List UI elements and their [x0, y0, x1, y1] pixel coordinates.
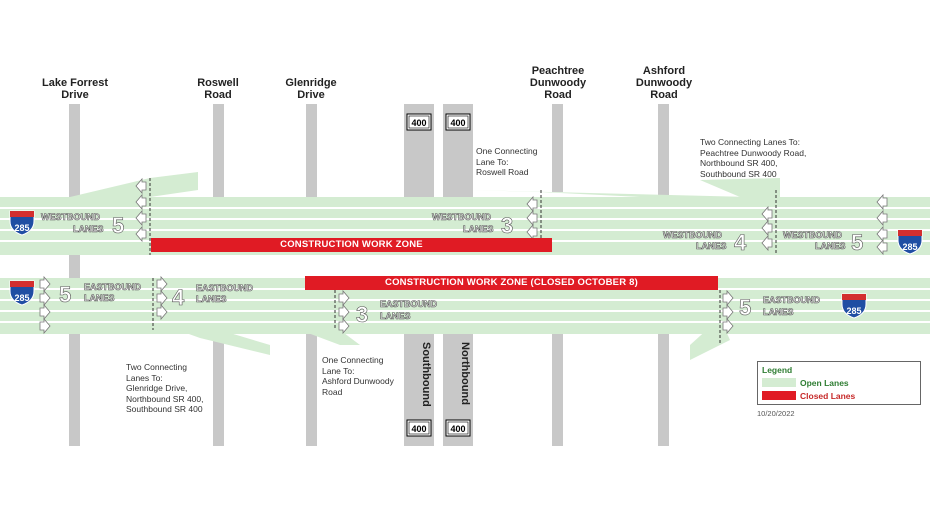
svg-text:285: 285 [846, 306, 861, 316]
sr400-shields: 400 400 400 400 [406, 113, 471, 437]
svg-text:400: 400 [450, 118, 465, 128]
svg-text:LANES: LANES [84, 293, 115, 303]
svg-text:WESTBOUND: WESTBOUND [663, 230, 722, 240]
eastbound-work-zone: CONSTRUCTION WORK ZONE (CLOSED OCTOBER 8… [305, 276, 718, 290]
svg-text:EASTBOUND: EASTBOUND [763, 295, 821, 305]
svg-text:285: 285 [902, 242, 917, 252]
sr400-shield-sb-bottom: 400 [406, 419, 432, 437]
svg-text:LANES: LANES [696, 241, 727, 251]
i285-shield-west-bottom: 285 [9, 280, 35, 306]
legend-closed-label: Closed Lanes [800, 391, 856, 401]
svg-text:WESTBOUND: WESTBOUND [783, 230, 842, 240]
svg-text:WESTBOUND: WESTBOUND [41, 212, 100, 222]
glenridge-street-south [306, 330, 317, 446]
svg-text:5: 5 [112, 213, 124, 238]
svg-text:5: 5 [59, 282, 71, 307]
svg-text:EASTBOUND: EASTBOUND [84, 282, 142, 292]
eastbound-labels: 5 EASTBOUND LANES 4 EASTBOUND LANES 3 EA… [59, 282, 821, 328]
svg-text:LANES: LANES [763, 307, 794, 317]
i285-shield-east-bottom: 285 [841, 293, 867, 319]
i285-shields: 285 285 285 285 [9, 210, 923, 319]
glenridge-street-north [306, 104, 317, 200]
lake-forrest-street [69, 104, 80, 446]
svg-text:LANES: LANES [73, 224, 104, 234]
sr400-shield-nb-bottom: 400 [445, 419, 471, 437]
svg-text:400: 400 [411, 424, 426, 434]
svg-text:285: 285 [14, 293, 29, 303]
svg-text:4: 4 [734, 230, 747, 255]
eastbound-lane-lines [0, 288, 930, 323]
legend-title: Legend [762, 365, 793, 375]
lane-transition-markers [149, 178, 777, 345]
roswell-street-south [213, 330, 224, 446]
svg-text:400: 400 [450, 424, 465, 434]
northbound-label: Northbound [459, 342, 471, 405]
note-peachtree-connect: Two Connecting Lanes To:Peachtree Dunwoo… [700, 137, 807, 179]
svg-text:3: 3 [356, 302, 368, 327]
svg-text:4: 4 [172, 285, 185, 310]
i285-shield-west: 285 [9, 210, 35, 236]
svg-text:EASTBOUND: EASTBOUND [196, 283, 254, 293]
svg-text:WESTBOUND: WESTBOUND [432, 212, 491, 222]
peachtree-street-south [552, 330, 563, 446]
ashford-street-north [658, 104, 669, 200]
roswell-street-north [213, 104, 224, 200]
westbound-work-zone: CONSTRUCTION WORK ZONE [151, 238, 552, 252]
svg-text:5: 5 [739, 295, 751, 320]
diagram-date: 10/20/2022 [757, 409, 795, 418]
svg-text:LANES: LANES [463, 224, 494, 234]
svg-text:285: 285 [14, 223, 29, 233]
svg-text:5: 5 [851, 230, 863, 255]
svg-text:LANES: LANES [380, 311, 411, 321]
legend: Legend Open Lanes Closed Lanes [757, 361, 921, 405]
sr400-shield-sb-top: 400 [406, 113, 432, 131]
svg-text:EASTBOUND: EASTBOUND [380, 299, 438, 309]
svg-text:3: 3 [501, 213, 513, 238]
svg-text:400: 400 [411, 118, 426, 128]
legend-open-label: Open Lanes [800, 378, 849, 388]
ashford-street-south [658, 330, 669, 446]
southbound-label: Southbound [420, 342, 432, 407]
sr400-shield-nb-top: 400 [445, 113, 471, 131]
svg-text:LANES: LANES [815, 241, 846, 251]
svg-text:LANES: LANES [196, 294, 227, 304]
peachtree-street-north [552, 104, 563, 192]
westbound-labels: WESTBOUND LANES 5 WESTBOUND LANES 3 WEST… [41, 212, 864, 256]
i285-shield-east-top: 285 [897, 229, 923, 255]
legend-open-swatch [762, 378, 796, 387]
legend-closed-swatch [762, 391, 796, 400]
ramp-labels: Southbound Northbound [420, 342, 471, 407]
